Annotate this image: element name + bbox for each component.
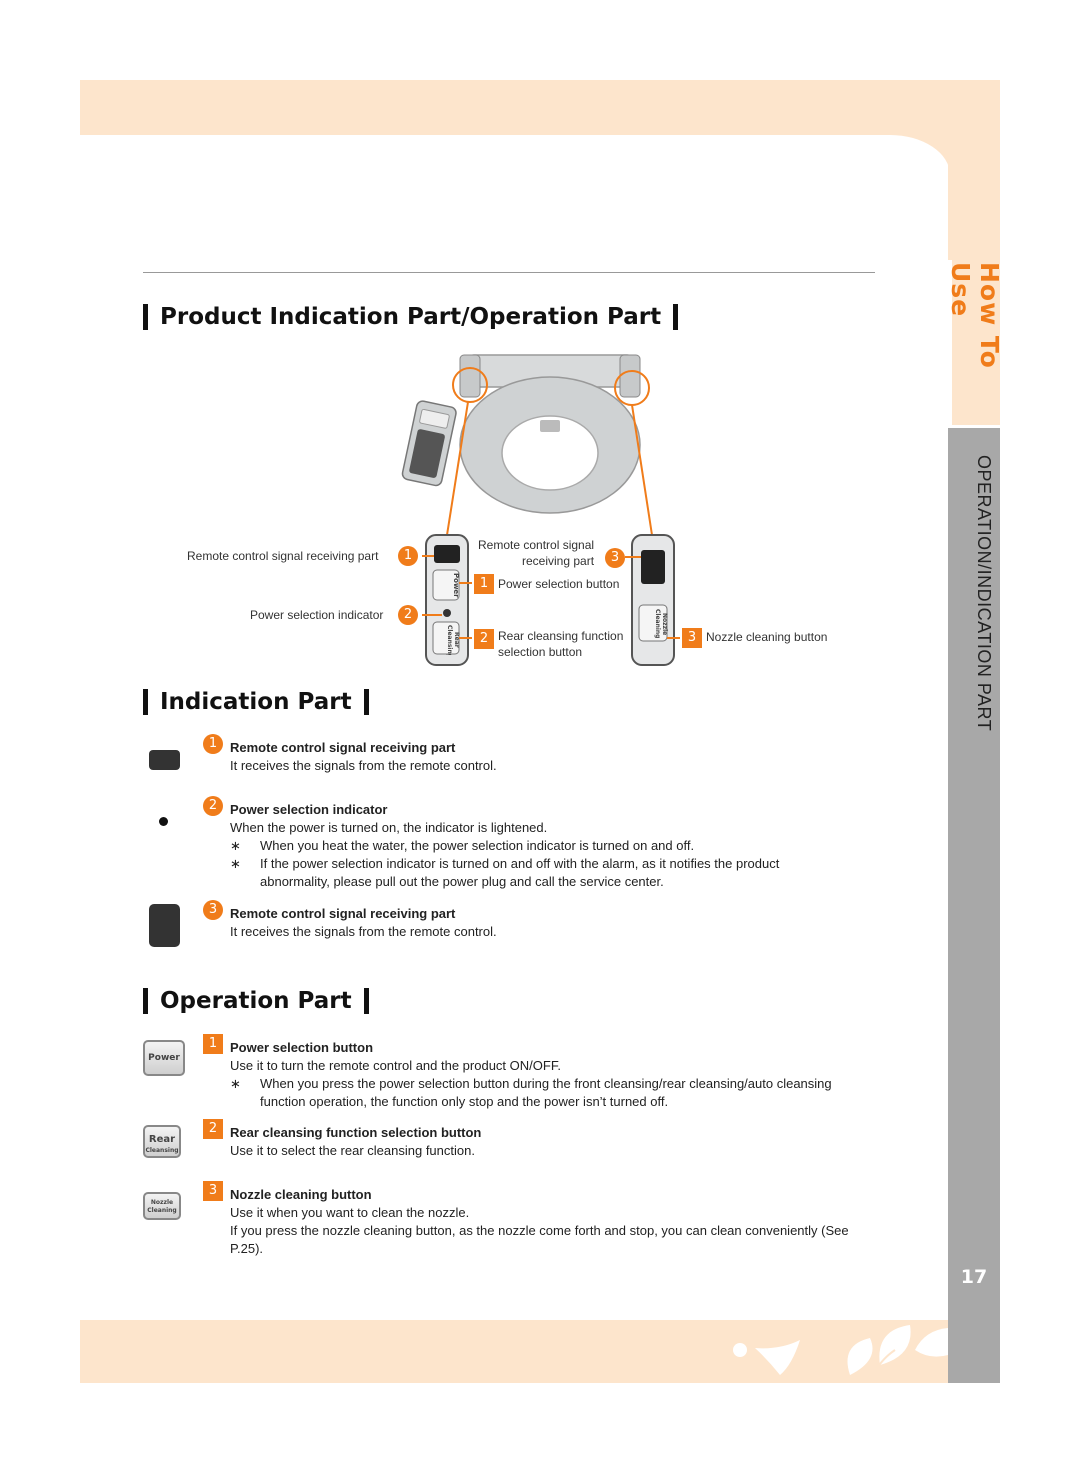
heading-text: Operation Part bbox=[160, 988, 352, 1014]
item-number: 2 bbox=[203, 796, 223, 816]
item-note: ∗ When you heat the water, the power sele… bbox=[230, 837, 850, 855]
indicator-dot-icon bbox=[159, 817, 168, 826]
item-body: Use it to select the rear cleansing func… bbox=[230, 1143, 475, 1158]
item-note: ∗ If the power selection indicator is tur… bbox=[230, 855, 850, 891]
icon-label-line2: Cleansing bbox=[145, 1147, 179, 1154]
heading-text: Indication Part bbox=[160, 689, 352, 715]
icon-label-line2: Cleaning bbox=[147, 1207, 177, 1214]
item-body: It receives the signals from the remote … bbox=[230, 924, 497, 939]
top-band-wave bbox=[80, 135, 950, 265]
callout-power-indicator: Power selection indicator bbox=[250, 608, 384, 622]
item-body-extra: If you press the nozzle cleaning button,… bbox=[230, 1223, 849, 1256]
note-mark: ∗ bbox=[230, 838, 241, 853]
item-note: ∗ When you press the power selection butt… bbox=[230, 1075, 850, 1111]
heading-operation-part: Operation Part bbox=[143, 988, 369, 1014]
item-number: 1 bbox=[203, 1034, 223, 1054]
callout-rear-button-line1: Rear cleansing function bbox=[498, 629, 624, 643]
callout-num-left-1: 1 bbox=[398, 546, 418, 566]
note-mark: ∗ bbox=[230, 1076, 241, 1091]
item-title: Rear cleansing function selection button bbox=[230, 1125, 482, 1140]
indication-item-2: 2 Power selection indicator When the pow… bbox=[200, 796, 850, 891]
panel-right-nozzle-label: Nozzle Cleaning bbox=[654, 609, 668, 639]
receiver-large-icon bbox=[149, 904, 180, 947]
sidebar-tab-title: How To Use bbox=[946, 262, 1004, 369]
header-rule bbox=[143, 272, 875, 273]
nozzle-cleaning-button-icon: Nozzle Cleaning bbox=[143, 1192, 181, 1220]
callout-remote-signal-left: Remote control signal receiving part bbox=[187, 549, 379, 563]
page-number: 17 bbox=[960, 1266, 988, 1288]
item-title: Remote control signal receiving part bbox=[230, 740, 456, 755]
note-mark: ∗ bbox=[230, 856, 241, 871]
item-body: Use it to turn the remote control and th… bbox=[230, 1058, 561, 1073]
heading-bar-left bbox=[143, 689, 148, 715]
heading-bar-left bbox=[143, 304, 148, 330]
operation-item-1: 1 Power selection button Use it to turn … bbox=[200, 1034, 850, 1111]
callout-num-mid-1: 1 bbox=[474, 574, 494, 594]
callout-power-button: Power selection button bbox=[498, 577, 620, 591]
heading-bar-right bbox=[363, 988, 369, 1014]
callout-remote-signal-right-line2: receiving part bbox=[522, 554, 595, 568]
operation-item-3: 3 Nozzle cleaning button Use it when you… bbox=[200, 1181, 850, 1258]
icon-label-line1: Rear bbox=[148, 1134, 176, 1145]
note-text: When you press the power selection butto… bbox=[260, 1076, 832, 1109]
indication-item-3: 3 Remote control signal receiving part I… bbox=[200, 900, 850, 941]
heading-product-part: Product Indication Part/Operation Part bbox=[143, 304, 679, 330]
panel-left-power-label: Power bbox=[452, 573, 460, 598]
rear-cleansing-button-icon: Rear Cleansing bbox=[143, 1125, 181, 1158]
note-text: When you heat the water, the power selec… bbox=[260, 838, 695, 853]
callout-num-right-3: 3 bbox=[682, 628, 702, 648]
heading-text: Product Indication Part/Operation Part bbox=[160, 304, 662, 330]
item-title: Power selection indicator bbox=[230, 802, 388, 817]
callout-rear-button-line2: selection button bbox=[498, 645, 583, 659]
sidebar-section-background bbox=[948, 428, 1000, 1383]
sidebar-section-title: OPERATION/INDICATION PART bbox=[974, 455, 994, 732]
callout-num-mid-2: 2 bbox=[474, 629, 494, 649]
item-number: 3 bbox=[203, 1181, 223, 1201]
power-button-icon: Power bbox=[143, 1040, 185, 1076]
item-number: 1 bbox=[203, 734, 223, 754]
item-title: Power selection button bbox=[230, 1040, 374, 1055]
heading-bar-right bbox=[363, 689, 369, 715]
callout-num-mid-3: 3 bbox=[605, 548, 625, 568]
panel-left-rear-label: Rear Cleansing bbox=[446, 625, 460, 655]
bottom-decorative-band bbox=[80, 1320, 948, 1383]
icon-label-line1: Nozzle bbox=[150, 1199, 174, 1206]
item-title: Nozzle cleaning button bbox=[230, 1187, 372, 1202]
heading-indication-part: Indication Part bbox=[143, 689, 369, 715]
receiver-small-icon bbox=[149, 750, 180, 770]
sidebar-tab-background bbox=[948, 80, 1000, 425]
heading-bar-left bbox=[143, 988, 148, 1014]
item-body: When the power is turned on, the indicat… bbox=[230, 820, 548, 835]
callout-nozzle-button: Nozzle cleaning button bbox=[706, 630, 828, 644]
item-title: Remote control signal receiving part bbox=[230, 906, 456, 921]
toilet-seat-diagram bbox=[401, 354, 680, 666]
item-number: 2 bbox=[203, 1119, 223, 1139]
item-body: Use it when you want to clean the nozzle… bbox=[230, 1205, 470, 1220]
item-number: 3 bbox=[203, 900, 223, 920]
note-text: If the power selection indicator is turn… bbox=[260, 856, 780, 889]
leaf-decoration-icon bbox=[733, 1325, 948, 1381]
heading-bar-right bbox=[673, 304, 679, 330]
operation-item-2: 2 Rear cleansing function selection butt… bbox=[200, 1119, 850, 1160]
indication-item-1: 1 Remote control signal receiving part I… bbox=[200, 734, 850, 775]
item-body: It receives the signals from the remote … bbox=[230, 758, 497, 773]
top-decorative-band bbox=[80, 80, 1000, 265]
sidebar-divider bbox=[944, 260, 952, 425]
callout-num-left-2: 2 bbox=[398, 605, 418, 625]
callout-remote-signal-right-line1: Remote control signal bbox=[478, 538, 595, 552]
